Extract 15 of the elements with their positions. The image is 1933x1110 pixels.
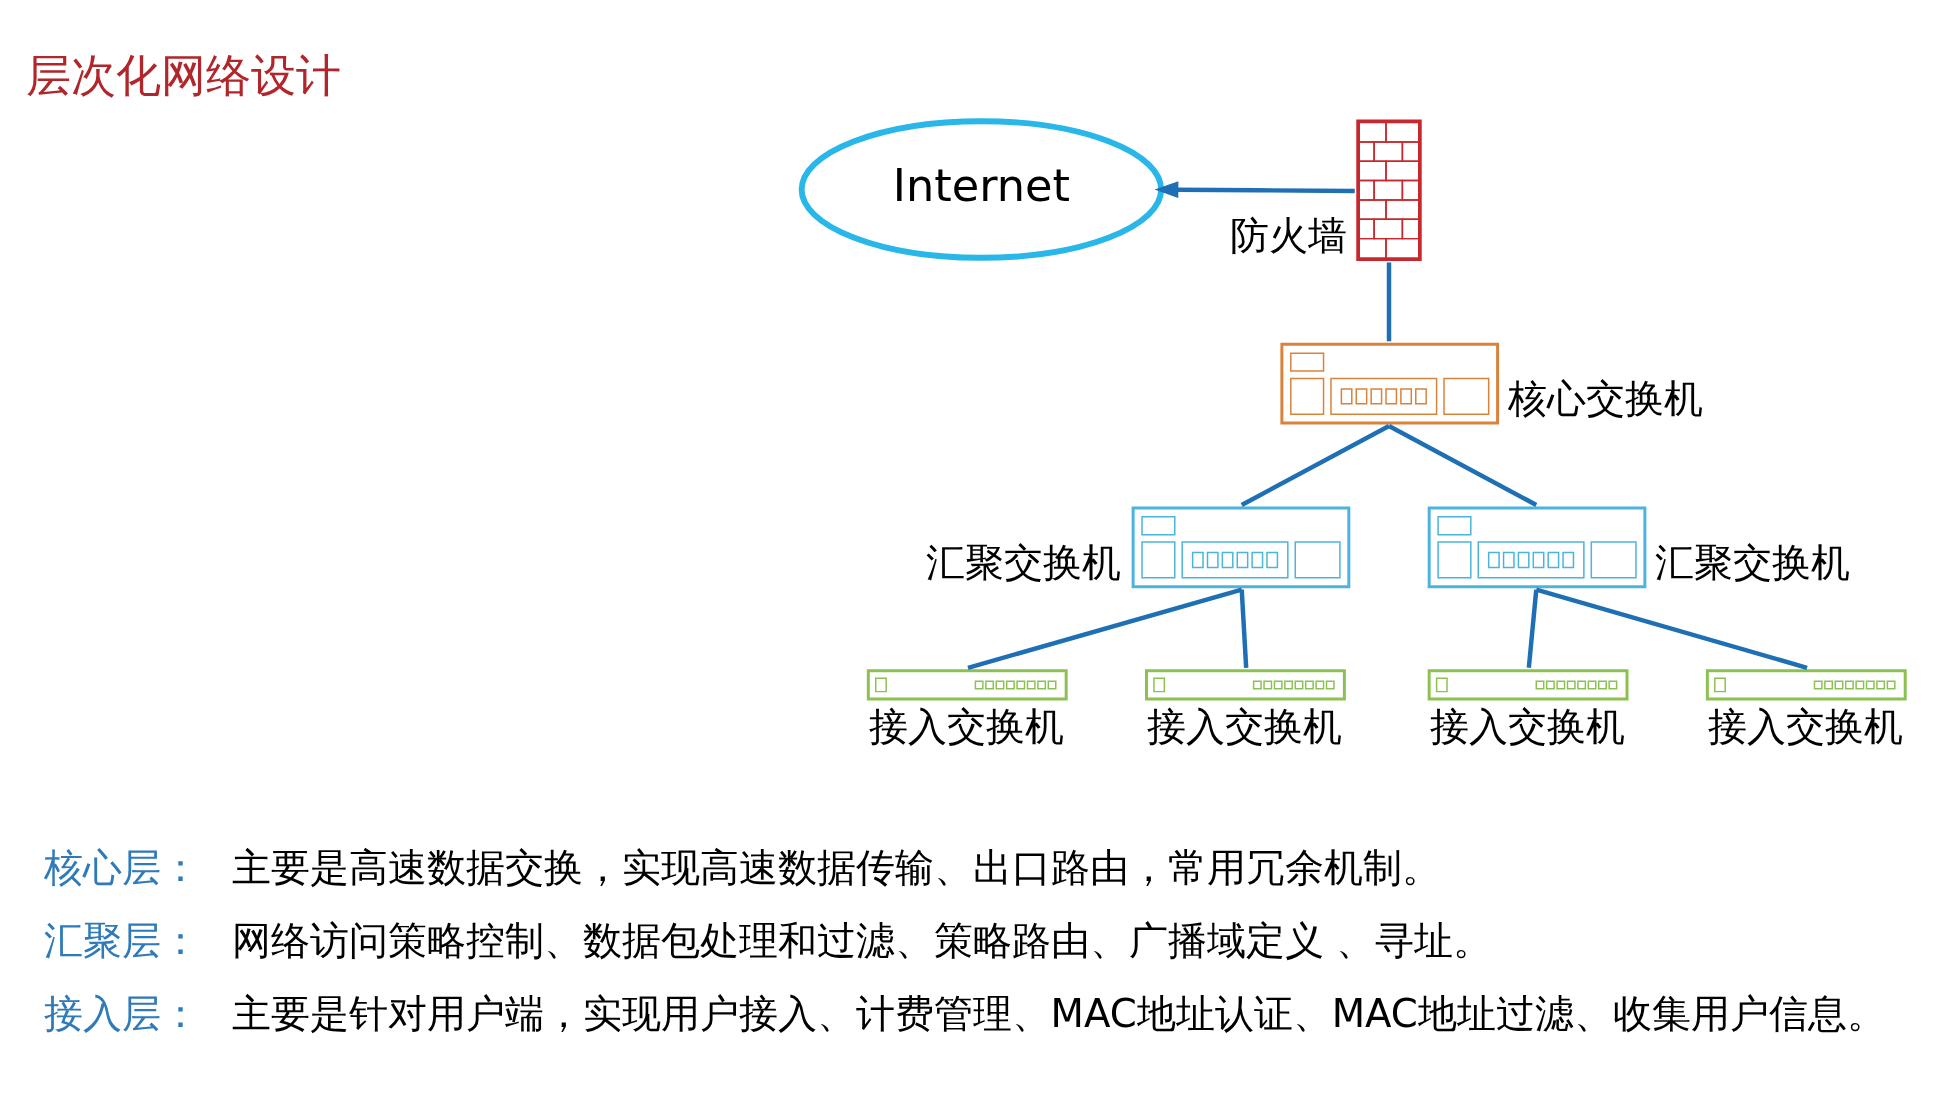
node-label: 接入交换机 — [1708, 703, 1904, 749]
label: 接入层： — [44, 990, 201, 1036]
label: 汇聚层： — [44, 917, 201, 963]
node-label: 接入交换机 — [1429, 703, 1625, 749]
node-label: 接入交换机 — [869, 703, 1065, 749]
label: 主要是针对用户端，实现用户接入、计费管理、MAC地址认证、MAC地址过滤、收集用户信息。 — [231, 990, 1886, 1036]
diagram-title: 层次化网络设计 — [25, 49, 341, 102]
node-label: 汇聚交换机 — [1655, 539, 1851, 585]
label: 主要是高速数据交换，实现高速数据传输、出口路由，常用冗余机制。 — [231, 844, 1441, 890]
label: 核心层： — [44, 844, 201, 890]
node-label: 核心交换机 — [1508, 375, 1704, 421]
node-label: 接入交换机 — [1147, 703, 1343, 749]
node-label: 汇聚交换机 — [926, 539, 1122, 585]
label: 网络访问策略控制、数据包处理和过滤、策略路由、广播域定义 、寻址。 — [231, 917, 1492, 963]
node-label: 防火墙 — [1229, 212, 1347, 258]
